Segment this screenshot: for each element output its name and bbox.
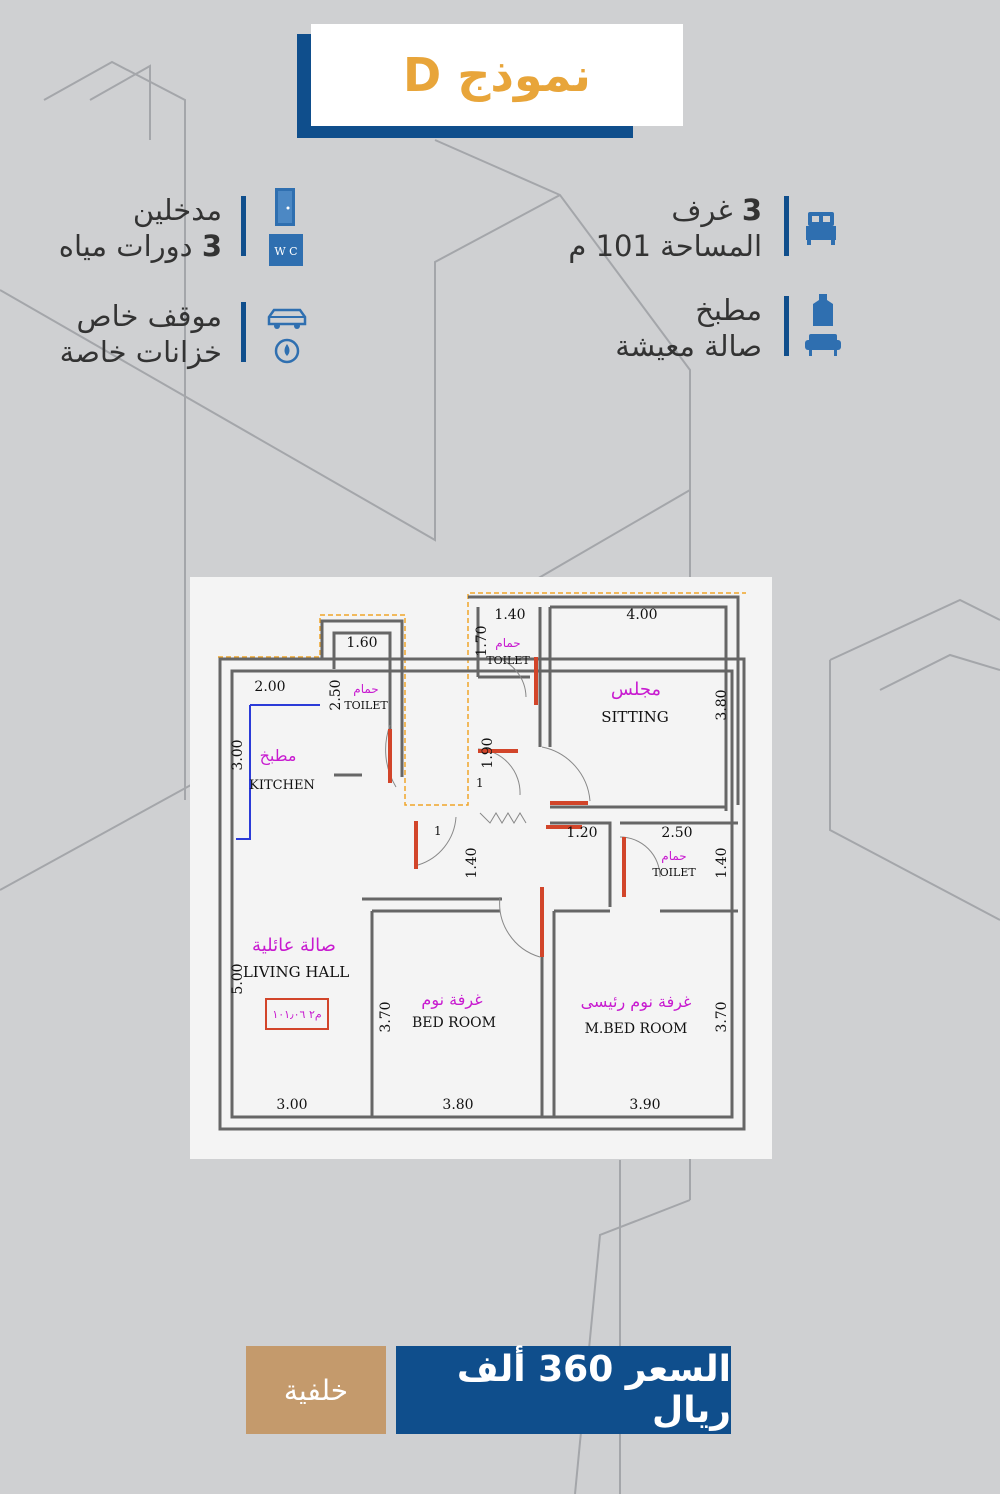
dim-label: 1.40 xyxy=(494,607,525,623)
feature-divider xyxy=(241,302,246,362)
tanks-text: خزانات خاصة xyxy=(59,335,222,369)
room-label-bedroom: BED ROOM xyxy=(412,1015,496,1031)
apron-sofa-icon xyxy=(805,294,841,356)
feature-parking-tanks: موقف خاص خزانات خاصة xyxy=(0,298,222,370)
floor-plan-drawing: 1.40 4.00 1.60 2.00 2.50 1.20 3.00 3.80 … xyxy=(218,592,746,1131)
room-label-master-bedroom: M.BED ROOM xyxy=(585,1021,688,1037)
room-label-kitchen-ar: مطبخ xyxy=(260,746,297,766)
room-label-master-bedroom-ar: غرفة نوم رئيسى xyxy=(581,992,692,1012)
dim-label: 2.00 xyxy=(254,679,285,695)
room-label-toilet: TOILET xyxy=(344,699,388,712)
dim-label: 1.40 xyxy=(714,847,730,878)
area-stamp: م٢ ١٠١٫٠٦ xyxy=(272,1008,321,1021)
title-box: نموذج D xyxy=(311,24,683,126)
page-title: نموذج D xyxy=(403,48,591,102)
room-label-sitting-ar: مجلس xyxy=(611,679,661,700)
room-label-toilet: TOILET xyxy=(652,866,696,879)
dim-label: 3.90 xyxy=(629,1097,660,1113)
room-label-sitting: SITTING xyxy=(601,708,669,726)
room-label-toilet-ar: حمام xyxy=(353,682,378,696)
room-label-toilet-ar: حمام xyxy=(661,849,686,863)
entrances-text: مدخلين xyxy=(132,193,222,227)
feature-divider xyxy=(241,196,246,256)
feature-kitchen-living: مطبخ صالة معيشة xyxy=(422,292,762,364)
living-text: صالة معيشة xyxy=(615,329,762,363)
room-label-kitchen: KITCHEN xyxy=(249,778,315,793)
feature-entrances-toilets: مدخلين 3 دورات مياه xyxy=(0,192,222,264)
dim-label: 3.00 xyxy=(276,1097,307,1113)
rooms-label: غرف xyxy=(671,193,733,227)
dim-label: 3.80 xyxy=(714,689,730,720)
area-text: المساحة 101 م xyxy=(568,229,762,263)
dim-label: 2.50 xyxy=(328,679,344,710)
toilets-count: 3 xyxy=(201,229,222,263)
dim-label: 3.70 xyxy=(378,1001,394,1032)
dim-label: 1.90 xyxy=(480,737,496,768)
dim-label: 2.50 xyxy=(661,825,692,841)
room-label-living: LIVING HALL xyxy=(243,963,349,981)
dim-label: 4.00 xyxy=(626,607,657,623)
dim-label: 1.70 xyxy=(474,625,490,656)
parking-text: موقف خاص xyxy=(76,299,222,333)
floor-plan: 1.40 4.00 1.60 2.00 2.50 1.20 3.00 3.80 … xyxy=(190,577,772,1159)
door-number: 1 xyxy=(476,776,484,790)
room-label-bedroom-ar: غرفة نوم xyxy=(421,990,482,1010)
area-stamp-box xyxy=(265,998,329,1030)
door-number: 1 xyxy=(434,824,442,838)
room-label-living-ar: صالة عائلية xyxy=(252,935,336,956)
room-label-toilet-ar: حمام xyxy=(495,636,520,650)
feature-divider xyxy=(784,196,789,256)
car-water-icon xyxy=(267,308,307,364)
model-title-card: نموذج D xyxy=(297,24,685,138)
wc-label: W C xyxy=(274,245,297,258)
dim-label: 1.20 xyxy=(566,825,597,841)
feature-rooms-area: 3 غرف المساحة 101 م xyxy=(422,192,762,264)
toilets-label: دورات مياه xyxy=(58,229,193,263)
rooms-count: 3 xyxy=(741,193,762,227)
background-button[interactable]: خلفية xyxy=(246,1346,386,1434)
door-wc-icon: W C xyxy=(269,188,303,266)
room-label-toilet: TOILET xyxy=(486,654,530,667)
feature-divider xyxy=(784,296,789,356)
price-button[interactable]: السعر 360 ألف ريال xyxy=(396,1346,731,1434)
bed-icon xyxy=(806,212,836,245)
dim-label: 3.80 xyxy=(442,1097,473,1113)
dim-label: 1.60 xyxy=(346,635,377,651)
dim-label: 1.40 xyxy=(464,847,480,878)
dim-label: 5.00 xyxy=(230,963,246,994)
dim-label: 3.70 xyxy=(714,1001,730,1032)
dim-label: 3.00 xyxy=(230,739,246,770)
kitchen-text: مطبخ xyxy=(695,293,762,327)
